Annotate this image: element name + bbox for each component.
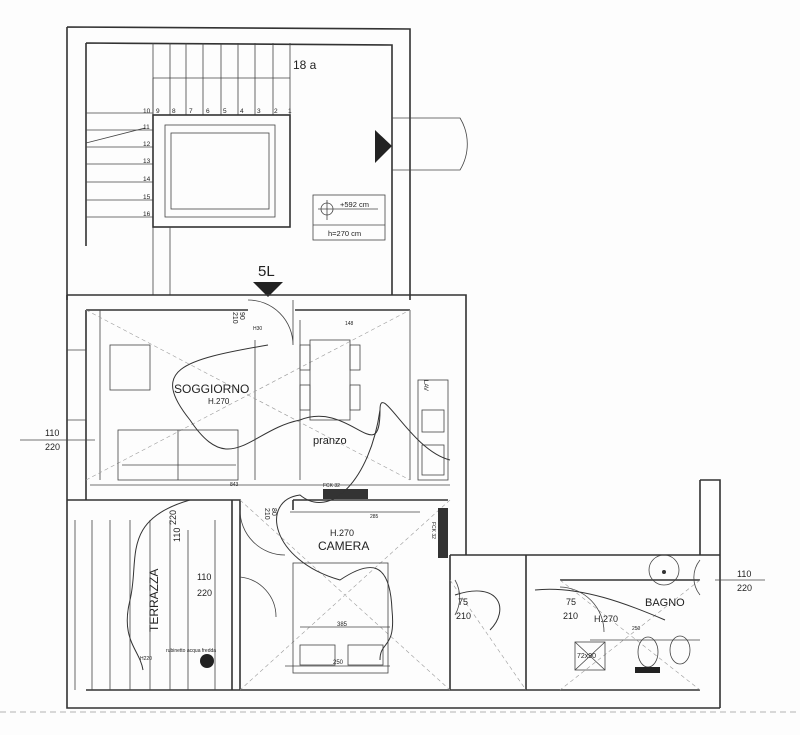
bagno-door[interactable] [559,586,605,633]
dim-camera-wall: 285 [370,514,379,520]
step-number: 7 [189,108,193,115]
dim-bathroom-width: 250 [632,626,641,632]
bed [292,562,389,674]
camera-door[interactable] [239,509,286,556]
step-number: 9 [156,108,160,115]
step-number: 1 [288,108,292,115]
wiring [454,588,666,631]
bagno-door-height: 210 [563,611,578,621]
room-label-camera: CAMERA [318,539,369,553]
apartment-walls [66,294,721,709]
step-number: 3 [257,108,261,115]
entry-door-height: 210 [231,312,238,324]
dim-kitchen-unit: 148 [345,321,354,327]
sink [421,409,445,433]
radiator-living-label: FCK 32 [323,483,340,489]
room-label-pranzo: pranzo [313,435,347,447]
wiring [126,499,191,671]
toilet [669,635,691,665]
kitchen-counter [417,379,449,481]
entrance-arrow-icon [375,130,392,163]
dim-shower: 72x90 [577,653,596,660]
bagno-door-width: 75 [566,597,576,607]
staircase-label: 18 a [293,58,317,72]
camera-door-width: 80 [270,508,277,516]
entrance-marker-label: 5L [258,263,275,280]
window-right-height: 220 [737,583,752,593]
window-left-width: 110 [45,428,59,438]
socket-height: H30 [253,326,262,332]
level-marker: +592 cm h=270 cm [312,194,386,241]
step-number: 15 [143,194,151,201]
terrace-door-width: 110 [172,528,182,542]
bagno-window [693,559,701,596]
hall-door[interactable] [454,579,461,616]
kitchen-label: LAV [422,380,428,391]
window-right-width: 110 [737,569,751,579]
room-label-terrazza: TERRAZZA [147,569,161,632]
entry-door[interactable] [247,299,294,346]
step-number: 14 [143,176,151,183]
entry-door-width: 90 [238,312,245,320]
terrace-door-b-width: 110 [197,572,211,582]
room-label-bagno: BAGNO [645,597,685,609]
radiator-living [323,489,368,499]
tap-annotation: rubinetto acqua fredda [166,648,216,654]
dim-living-length: 843 [230,482,239,488]
step-number: 6 [206,108,210,115]
step-numbers-top: 10 9 8 7 6 5 4 3 2 1 [143,108,292,115]
radiator-label: FCK 32 [430,522,436,539]
hall-door-height: 210 [456,611,471,621]
room-height-soggiorno: H.270 [208,397,230,406]
step-number: 8 [172,108,176,115]
level-elevation: +592 cm [340,200,369,209]
window-left-height: 220 [45,442,60,452]
terrace-door-b-height: 220 [197,588,212,598]
camera-door-height: 210 [263,508,270,520]
step-numbers-left: 11 12 13 14 15 16 [143,124,151,218]
step-number: 13 [143,158,151,165]
terrace-door[interactable] [239,576,277,618]
step-number: 11 [143,124,150,131]
armchair [109,344,151,391]
staircase-door[interactable] [392,117,468,171]
room-label-soggiorno: SOGGIORNO [174,382,249,396]
dim-bed-width: 385 [337,622,348,628]
radiator-camera [438,508,448,558]
step-number: 2 [274,108,278,115]
furniture [74,339,691,690]
step-number: 16 [143,211,151,218]
wiring [276,409,394,661]
tap-icon [200,654,214,668]
terrace-tap-height: H220 [140,656,152,662]
step-number: 5 [223,108,227,115]
step-number: 12 [143,141,151,148]
entrance-marker-icon [253,282,283,297]
room-height-bagno: H.270 [594,614,618,624]
terrace-door-height: 220 [168,510,178,525]
shower [574,641,606,671]
washbasin [648,554,680,586]
hall-door-width: 75 [458,597,468,607]
step-number: 10 [143,108,151,115]
bidet [637,636,659,668]
step-number: 4 [240,108,244,115]
wiring [172,344,451,461]
terrace-decking [74,520,216,690]
dim-bed-bottom: 250 [333,660,344,666]
hob [421,444,445,476]
room-height-camera: H.270 [330,528,354,538]
level-height: h=270 cm [328,229,361,238]
dining-table [309,339,351,421]
staircase-block [66,26,468,300]
